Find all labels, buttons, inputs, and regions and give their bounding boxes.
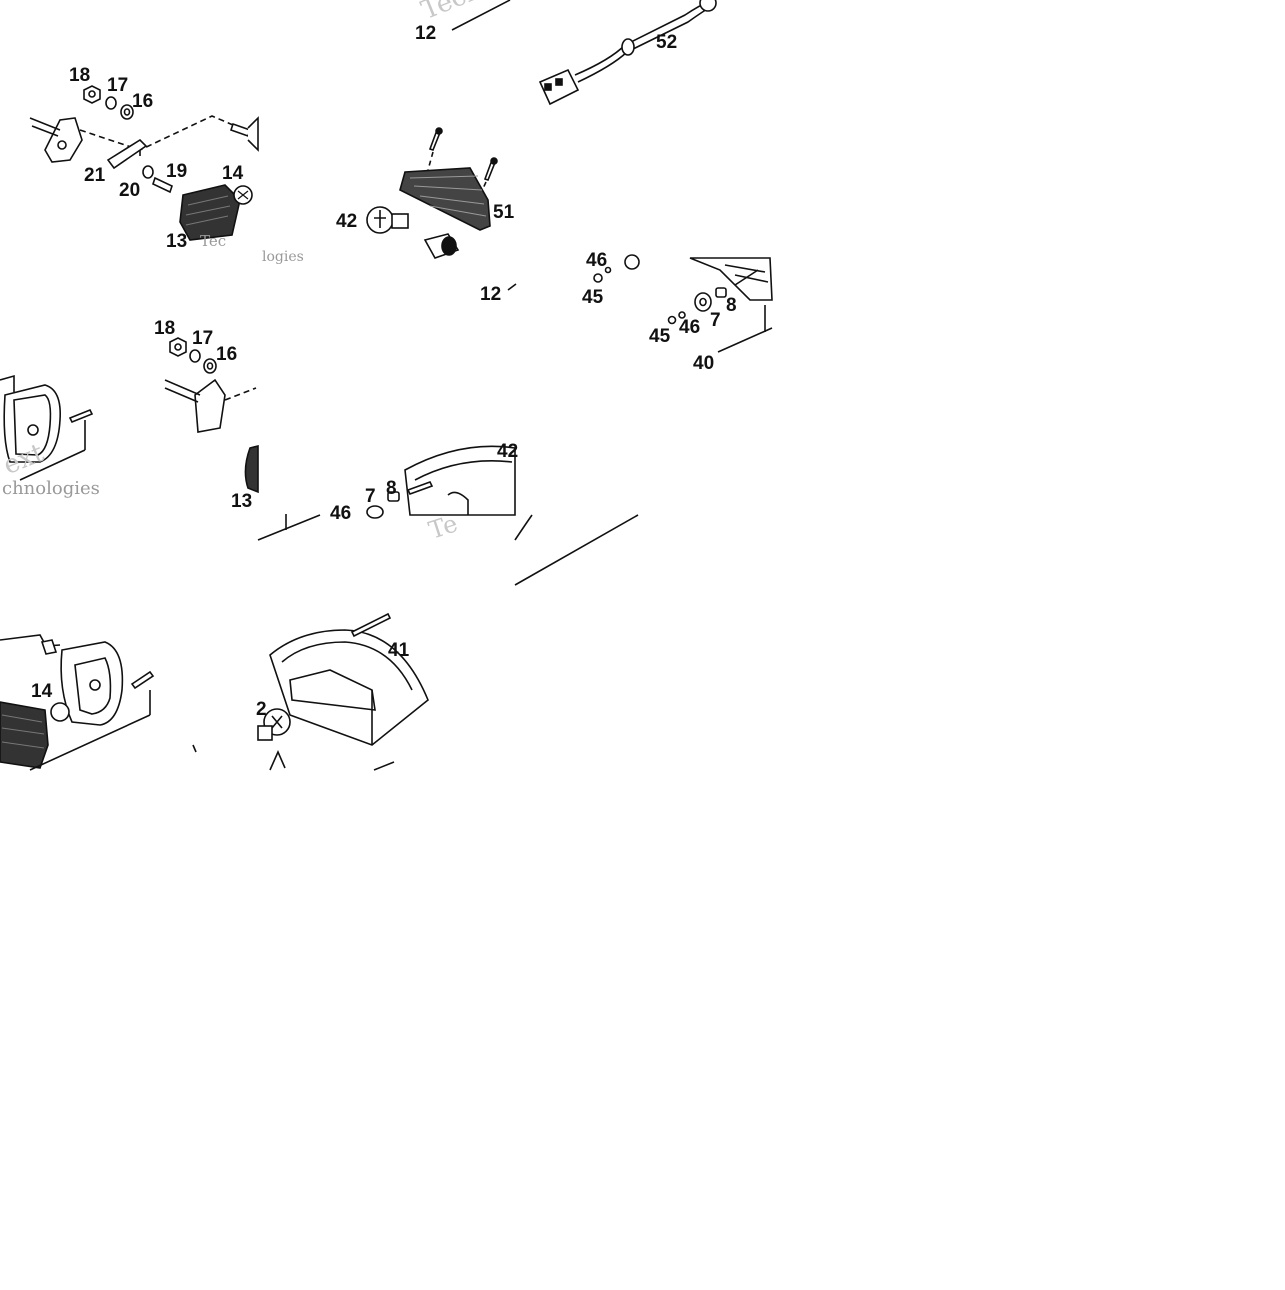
panel-top-right xyxy=(538,0,773,353)
callout-7: 7 xyxy=(710,310,721,331)
callout-16: 16 xyxy=(216,344,238,365)
callout-41: 41 xyxy=(388,640,410,661)
callout-18: 18 xyxy=(154,318,176,339)
callout-2: 2 xyxy=(256,699,267,720)
watermark-text: logies xyxy=(262,249,304,265)
callout-17: 17 xyxy=(107,75,129,96)
panel-top-center xyxy=(366,0,517,291)
callout-51: 51 xyxy=(493,202,515,223)
callout-40: 40 xyxy=(693,353,715,374)
callout-12: 12 xyxy=(415,23,437,44)
washer-icon xyxy=(120,104,134,120)
washer-icon xyxy=(105,96,117,110)
washer-icon xyxy=(366,505,384,519)
callout-8: 8 xyxy=(726,295,737,316)
bolt-icon xyxy=(152,176,173,194)
callout-14: 14 xyxy=(31,681,53,702)
callout-13: 13 xyxy=(166,231,188,252)
callout-19: 19 xyxy=(166,161,188,182)
bracket-icon xyxy=(106,138,148,170)
panel-middle-center xyxy=(257,445,639,586)
washer-icon xyxy=(142,165,154,179)
callout-12: 12 xyxy=(480,284,502,305)
washer-icon xyxy=(203,358,217,374)
nut-icon xyxy=(169,337,187,357)
washer-icon xyxy=(189,349,201,363)
lamp-housing-icon xyxy=(60,641,124,726)
nut-icon xyxy=(593,273,603,283)
callout-17: 17 xyxy=(192,328,214,349)
callout-46: 46 xyxy=(330,503,352,524)
watermark-text: Tec xyxy=(200,232,227,250)
callout-16: 16 xyxy=(132,91,154,112)
lens-icon xyxy=(244,444,259,494)
callout-45: 45 xyxy=(582,287,604,308)
callout-52: 52 xyxy=(656,32,678,53)
bracket-icon xyxy=(194,378,226,433)
callout-14: 14 xyxy=(222,163,244,184)
callout-45: 45 xyxy=(649,326,671,347)
panel-bottom-center xyxy=(257,612,429,771)
bolt-icon xyxy=(130,670,155,690)
callout-42: 42 xyxy=(497,441,519,462)
callout-18: 18 xyxy=(69,65,91,86)
panel-middle-left xyxy=(0,337,259,494)
connector-icon xyxy=(538,68,580,106)
bolt-icon xyxy=(40,639,58,655)
bolt-icon xyxy=(350,612,392,638)
callout-46: 46 xyxy=(679,317,701,338)
bulb-icon xyxy=(50,702,70,722)
watermark-text: chnologies xyxy=(2,478,100,499)
bolt-icon xyxy=(68,408,94,424)
callout-13: 13 xyxy=(231,491,253,512)
bolt-icon xyxy=(406,481,434,495)
bracket-icon xyxy=(44,117,83,163)
callout-8: 8 xyxy=(386,478,397,499)
bolt-icon xyxy=(229,122,252,138)
lens-icon xyxy=(179,184,241,241)
panel-top-left xyxy=(29,85,259,241)
nut-icon xyxy=(667,315,677,325)
callout-42: 42 xyxy=(336,211,358,232)
lamp-housing-icon xyxy=(404,445,516,516)
panel-bottom-left xyxy=(0,634,197,771)
nut-icon xyxy=(83,85,101,104)
callout-20: 20 xyxy=(119,180,141,201)
callout-46: 46 xyxy=(586,250,608,271)
callout-7: 7 xyxy=(365,486,376,507)
washer-icon xyxy=(694,292,712,312)
lamp-housing-icon xyxy=(689,257,773,301)
lens-icon xyxy=(0,701,49,769)
callout-21: 21 xyxy=(84,165,106,186)
